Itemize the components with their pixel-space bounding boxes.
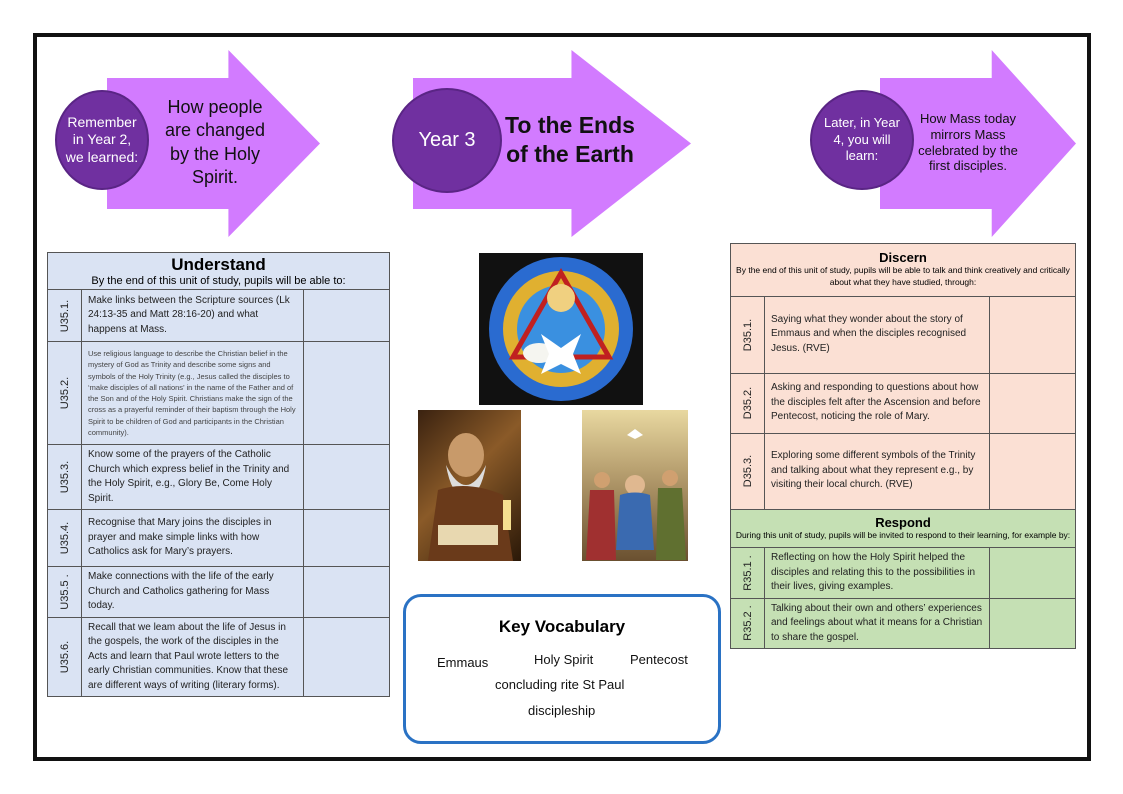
row-text: Reflecting on how the Holy Spirit helped… bbox=[764, 547, 990, 599]
vocab-word: Emmaus bbox=[437, 655, 489, 670]
row-text: Use religious language to describe the C… bbox=[81, 341, 304, 445]
row-text: Exploring some different symbols of the … bbox=[764, 432, 990, 510]
row-code: U35.6. bbox=[58, 640, 71, 673]
row-code: R35.2 . bbox=[741, 605, 754, 641]
circle-current: Year 3 bbox=[392, 88, 502, 193]
row-text: Talking about their own and others’ expe… bbox=[764, 597, 990, 649]
discern-subtitle: By the end of this unit of study, pupils… bbox=[736, 265, 1070, 288]
unit-title: To the Ends of the Earth bbox=[505, 112, 635, 167]
row-text: Make links between the Scripture sources… bbox=[81, 289, 304, 342]
row-text: Saying what they wonder about the story … bbox=[764, 295, 990, 374]
row-code: U35.3. bbox=[58, 460, 71, 494]
row-code: U35.2. bbox=[58, 376, 71, 410]
circle-next: Later, in Year 4, you will learn: bbox=[810, 90, 914, 190]
row-code: D35.3. bbox=[741, 454, 754, 488]
row-code: U35.5 . bbox=[58, 574, 71, 610]
row-code: D35.2. bbox=[741, 386, 754, 420]
row-text: Know some of the prayers of the Catholic… bbox=[81, 444, 304, 510]
row-text: Recognise that Mary joins the disciples … bbox=[81, 509, 304, 567]
st-paul-writing-image bbox=[418, 410, 521, 561]
understand-subtitle: By the end of this unit of study, pupils… bbox=[91, 275, 346, 287]
previous-learning-text: How people are changed by the Holy Spiri… bbox=[164, 96, 266, 187]
stained-glass-trinity-image bbox=[479, 253, 643, 405]
respond-subtitle: During this unit of study, pupils will b… bbox=[735, 529, 1071, 540]
vocab-word: discipleship bbox=[528, 703, 596, 718]
pentecost-image bbox=[582, 410, 688, 561]
respond-title: Respond bbox=[875, 514, 931, 530]
row-code: U35.4. bbox=[58, 521, 71, 555]
row-code: D35.1. bbox=[741, 318, 754, 351]
understand-title: Understand bbox=[171, 255, 266, 274]
vocab-word: concluding rite St Paul bbox=[495, 677, 625, 692]
vocab-word: Pentecost bbox=[630, 652, 688, 667]
row-code: R35.1 . bbox=[741, 555, 754, 591]
circle-previous: Remember in Year 2, we learned: bbox=[55, 90, 149, 190]
key-vocabulary-box: Key Vocabulary Emmaus Holy Spirit Pentec… bbox=[403, 594, 721, 744]
next-learning-text: How Mass today mirrors Mass celebrated b… bbox=[918, 111, 1018, 174]
page-border bbox=[33, 33, 1091, 761]
discern-title: Discern bbox=[879, 250, 927, 266]
row-text: Asking and responding to questions about… bbox=[764, 372, 990, 434]
vocab-word: Holy Spirit bbox=[534, 652, 594, 667]
row-text: Make connections with the life of the ea… bbox=[81, 566, 304, 618]
vocab-title: Key Vocabulary bbox=[498, 617, 626, 636]
row-text: Recall that we leam about the life of Je… bbox=[81, 616, 304, 697]
row-code: U35.1. bbox=[58, 299, 71, 332]
